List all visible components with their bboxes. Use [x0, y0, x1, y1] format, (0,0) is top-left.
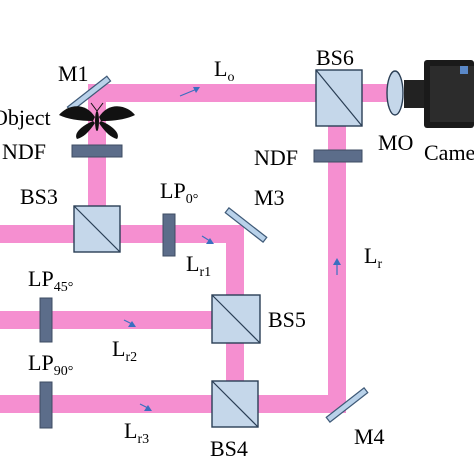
- polarizer-lp90: [39, 381, 53, 429]
- label-object: Object: [0, 105, 51, 130]
- polarizer-lp45: [39, 297, 53, 343]
- label-bs5: BS5: [268, 307, 306, 332]
- beam-splitter-bs5: [211, 294, 261, 344]
- label-ndf-right: NDF: [254, 145, 298, 170]
- label-bs6: BS6: [316, 45, 354, 70]
- mirror-m3: [224, 207, 268, 243]
- ndf-filter-left: [71, 144, 123, 158]
- arrow-lr: [333, 258, 341, 275]
- beam-bs3-to-m3: [120, 225, 244, 243]
- arrow-lr2: [123, 319, 136, 327]
- label-bs3: BS3: [20, 184, 58, 209]
- beam-lp45-line: [0, 311, 214, 329]
- label-lo: Lo: [214, 56, 234, 85]
- label-lp90: LP90°: [28, 350, 73, 379]
- ndf-filter-right: [313, 149, 363, 163]
- label-lr: Lr: [364, 243, 382, 272]
- beam-bs3-line: [0, 225, 76, 243]
- lens-icon: [386, 70, 404, 116]
- label-lp45: LP45°: [28, 266, 73, 295]
- beam-lp90-line: [0, 395, 214, 413]
- label-camera: Camera: [424, 140, 474, 165]
- arrow-lr3: [139, 403, 152, 411]
- mirror-m4: [325, 387, 369, 423]
- beam-bs5-to-bs4: [226, 343, 244, 381]
- beam-splitter-bs6: [315, 69, 363, 127]
- arrow-lo: [179, 87, 200, 97]
- beam-m3-to-bs5: [226, 225, 244, 295]
- label-lr3: Lr3: [124, 418, 149, 447]
- label-lr1: Lr1: [186, 251, 211, 280]
- beam-splitter-bs4: [211, 380, 259, 428]
- label-lr2: Lr2: [112, 336, 137, 365]
- butterfly-icon: [59, 102, 135, 139]
- beam-to-camera: [362, 84, 392, 102]
- beam-bs4-to-m4: [258, 395, 346, 413]
- beam-object-top: [88, 84, 320, 102]
- label-mo: MO: [378, 130, 413, 155]
- beam-paths: [0, 84, 392, 413]
- label-m3: M3: [254, 185, 285, 210]
- label-m1: M1: [58, 61, 89, 86]
- label-m4: M4: [354, 424, 385, 449]
- label-lp0: LP0°: [160, 178, 198, 207]
- label-ndf-left: NDF: [2, 139, 46, 164]
- beam-splitter-bs3: [73, 205, 121, 253]
- polarizer-lp0: [162, 213, 176, 257]
- arrow-lr1: [201, 235, 214, 244]
- camera-icon: [404, 60, 474, 128]
- label-bs4: BS4: [210, 436, 248, 461]
